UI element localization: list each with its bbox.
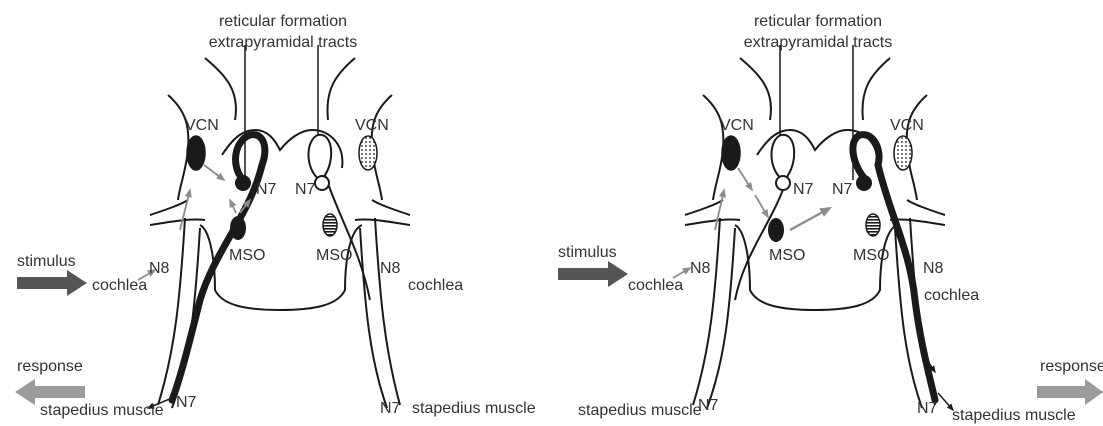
top-label-line1: reticular formation <box>754 13 882 30</box>
n7-nucleus-right <box>856 175 872 191</box>
vcn-right <box>894 136 912 170</box>
mso-left <box>768 218 784 242</box>
n8-right-label: N8 <box>380 260 401 277</box>
mso-right <box>323 214 337 236</box>
n7-nucleus-right <box>315 176 329 190</box>
cochlea-left-label: cochlea <box>92 277 147 294</box>
n7-left-label: N7 <box>793 181 814 198</box>
panel-right: reticular formation extrapyramidal tract… <box>558 13 1103 424</box>
vcn-left <box>722 136 740 170</box>
nerve-tracts <box>150 200 410 408</box>
stapedius-right-label: stapedius muscle <box>412 400 536 417</box>
n7-right-label: N7 <box>295 181 316 198</box>
response-label: response <box>1040 358 1103 375</box>
stapedius-left-label: stapedius muscle <box>40 402 164 419</box>
n7-nucleus-left <box>776 176 790 190</box>
vcn-right-label: VCN <box>890 117 924 134</box>
active-n7-pathway <box>172 135 265 400</box>
vcn-right <box>359 136 377 170</box>
mso-right-label: MSO <box>853 247 889 264</box>
stapedius-right-label: stapedius muscle <box>952 407 1076 424</box>
n8-right-label: N8 <box>923 260 944 277</box>
n8-left-label: N8 <box>149 260 170 277</box>
vcn-left-label: VCN <box>185 117 219 134</box>
mso-right <box>866 214 880 236</box>
stimulus-arrow <box>17 270 87 296</box>
stimulus-label: stimulus <box>558 244 617 261</box>
mso-left-label: MSO <box>769 247 805 264</box>
brainstem-outline <box>168 58 392 310</box>
vcn-right-label: VCN <box>355 117 389 134</box>
n7-bottom-right-label: N7 <box>917 400 938 417</box>
brainstem-outline <box>703 58 927 310</box>
vcn-left <box>187 136 205 170</box>
mso-right-label: MSO <box>316 247 352 264</box>
vcn-left-label: VCN <box>720 117 754 134</box>
cochlea-left-label: cochlea <box>628 277 683 294</box>
response-arrow <box>1037 379 1103 405</box>
response-label: response <box>17 358 83 375</box>
n7-right-label: N7 <box>832 181 853 198</box>
top-label-line2: extrapyramidal tracts <box>744 34 893 51</box>
n7-nucleus-left <box>235 175 251 191</box>
n7-bottom-right-label: N7 <box>380 400 401 417</box>
panel-left: reticular formation extrapyramidal tract… <box>15 13 536 419</box>
nerve-tracts <box>685 200 945 408</box>
cochlea-right-label: cochlea <box>408 277 463 294</box>
stimulus-arrow <box>558 261 628 287</box>
top-label-line2: extrapyramidal tracts <box>209 34 358 51</box>
mso-left-label: MSO <box>229 247 265 264</box>
top-label-line1: reticular formation <box>219 13 347 30</box>
n7-bottom-left-label: N7 <box>176 394 197 411</box>
inactive-n7-loop <box>735 135 794 300</box>
n7-left-label: N7 <box>256 181 277 198</box>
cochlea-right-label: cochlea <box>924 287 979 304</box>
n8-left-label: N8 <box>690 260 711 277</box>
mso-left <box>230 216 246 240</box>
stimulus-label: stimulus <box>17 253 76 270</box>
stapedius-left-label: stapedius muscle <box>578 402 702 419</box>
